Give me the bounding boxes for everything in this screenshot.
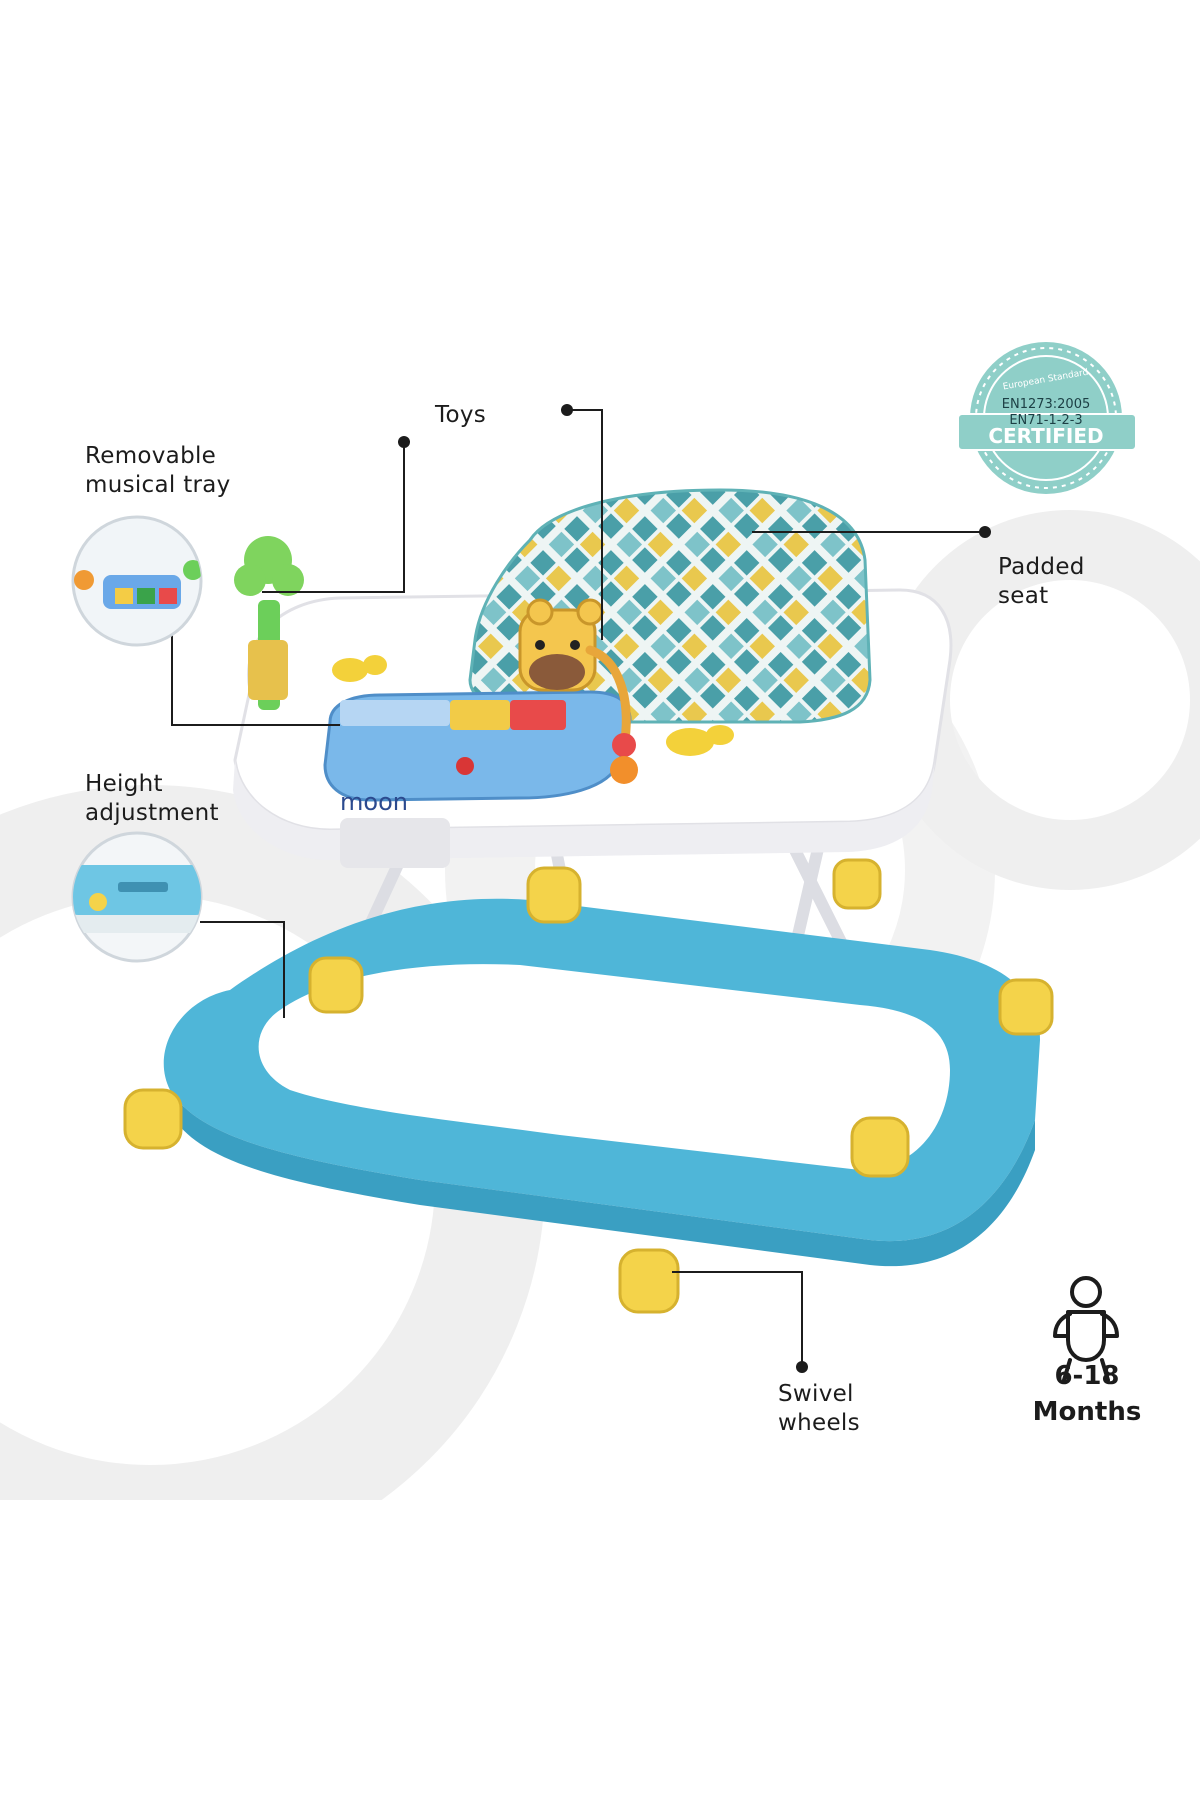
label-height-adjustment: Height adjustment (85, 771, 219, 826)
wheels (123, 858, 1054, 1314)
seal-line1: EN1273:2005 (1002, 397, 1091, 412)
brand-logo: moon (340, 788, 408, 816)
seal-line2: EN71-1-2-3 (1009, 413, 1082, 428)
label-swivel-wheels: Swivel wheels (778, 1381, 860, 1436)
giraffe-toy (518, 598, 638, 784)
tray-toys (332, 655, 734, 756)
label-toys: Toys (435, 402, 487, 428)
connector-dots (398, 404, 991, 1373)
connector-lines (171, 409, 985, 1367)
age-range: 6-18 Months (1032, 1361, 1142, 1427)
walker-base (163, 898, 1041, 1267)
label-padded-seat: Padded seat (998, 554, 1085, 609)
certified-seal-icon: European Standard EN1273:2005 EN71-1-2-3… (957, 342, 1137, 494)
baby-icon (1053, 1276, 1119, 1382)
tray-zoom-circle (71, 515, 203, 647)
musical-panel (323, 690, 632, 802)
tree-toy (234, 536, 304, 710)
seal-line3: CERTIFIED (988, 424, 1103, 448)
label-removable-tray: Removable musical tray (85, 443, 231, 498)
height-zoom-circle (71, 831, 203, 963)
